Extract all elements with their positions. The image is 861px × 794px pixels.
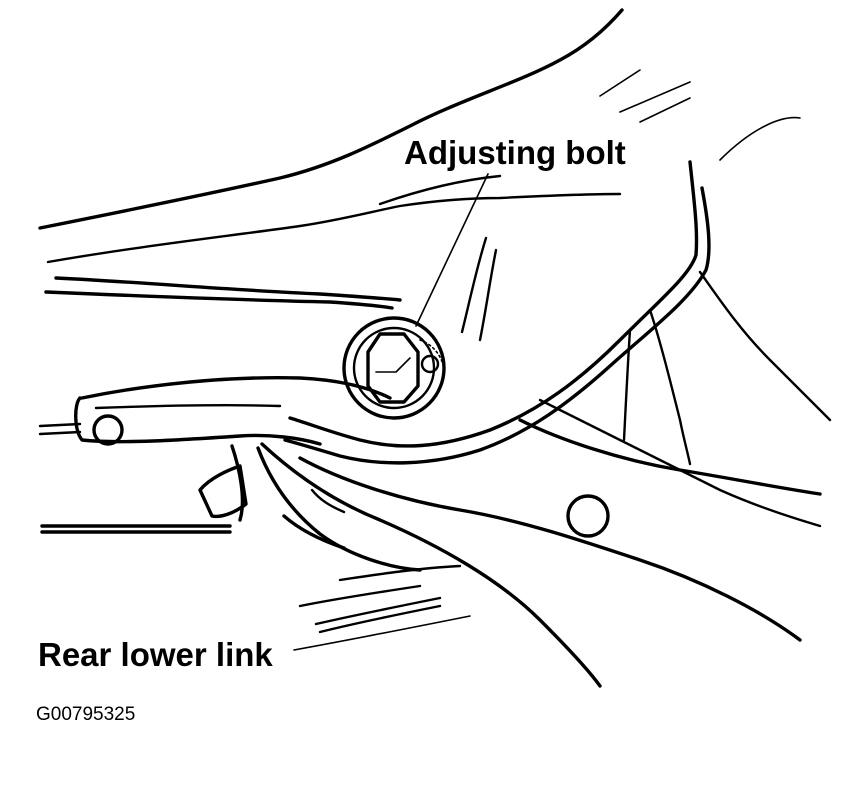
adjusting-bolt-label: Adjusting bolt — [404, 134, 626, 171]
chassis-outline — [38, 8, 801, 310]
figure-id: G00795325 — [36, 704, 135, 725]
mounting-bracket — [283, 160, 832, 466]
rear-lower-link — [38, 376, 822, 688]
rear-lower-link-label: Rear lower link — [38, 636, 273, 673]
leader-lines — [293, 173, 489, 651]
adjusting-bolt — [342, 316, 446, 420]
